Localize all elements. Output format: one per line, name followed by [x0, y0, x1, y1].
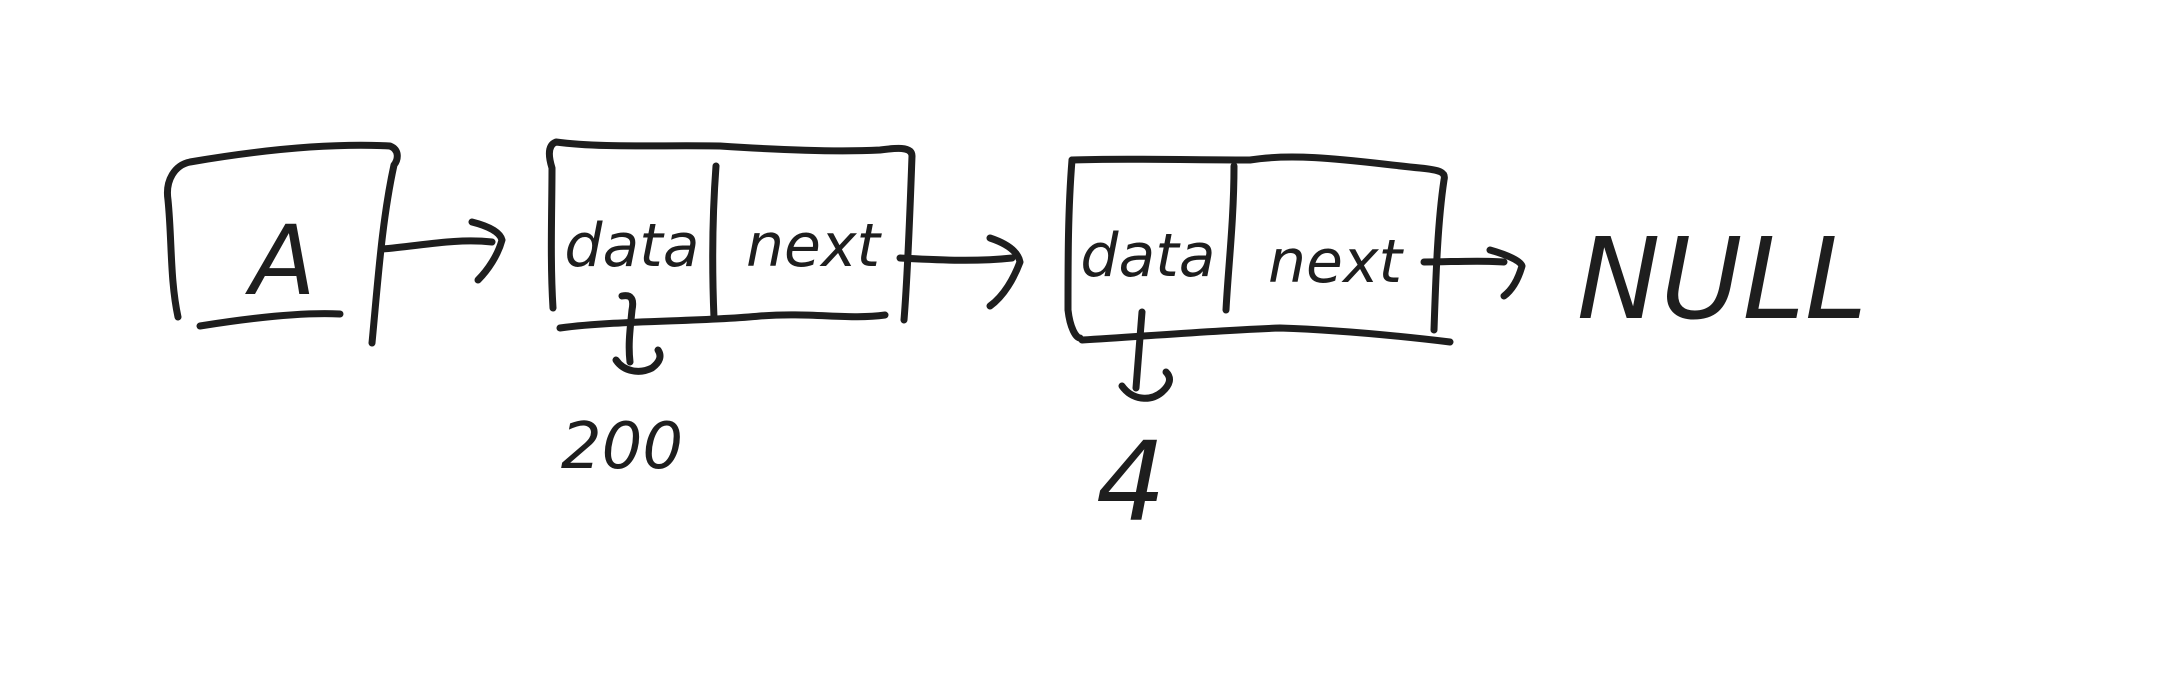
arrow-node1-to-node2: [896, 234, 1024, 310]
arrow-node2-to-null: [1420, 246, 1526, 300]
node-2-value: 4: [1096, 418, 1166, 546]
node-1-value: 200: [561, 410, 683, 484]
head-pointer-box: A: [163, 141, 401, 347]
node-2: data next 4: [1064, 153, 1454, 546]
node-2-data-field: data: [1080, 221, 1215, 291]
node-2-next-field: next: [1268, 227, 1404, 297]
arrow-head-to-node1: [378, 218, 506, 284]
head-label: A: [244, 205, 316, 317]
null-terminal: NULL: [1577, 215, 1868, 345]
node-1-data-field: data: [564, 211, 699, 281]
node-1: data next 200: [545, 138, 916, 484]
node-1-next-field: next: [746, 211, 882, 281]
